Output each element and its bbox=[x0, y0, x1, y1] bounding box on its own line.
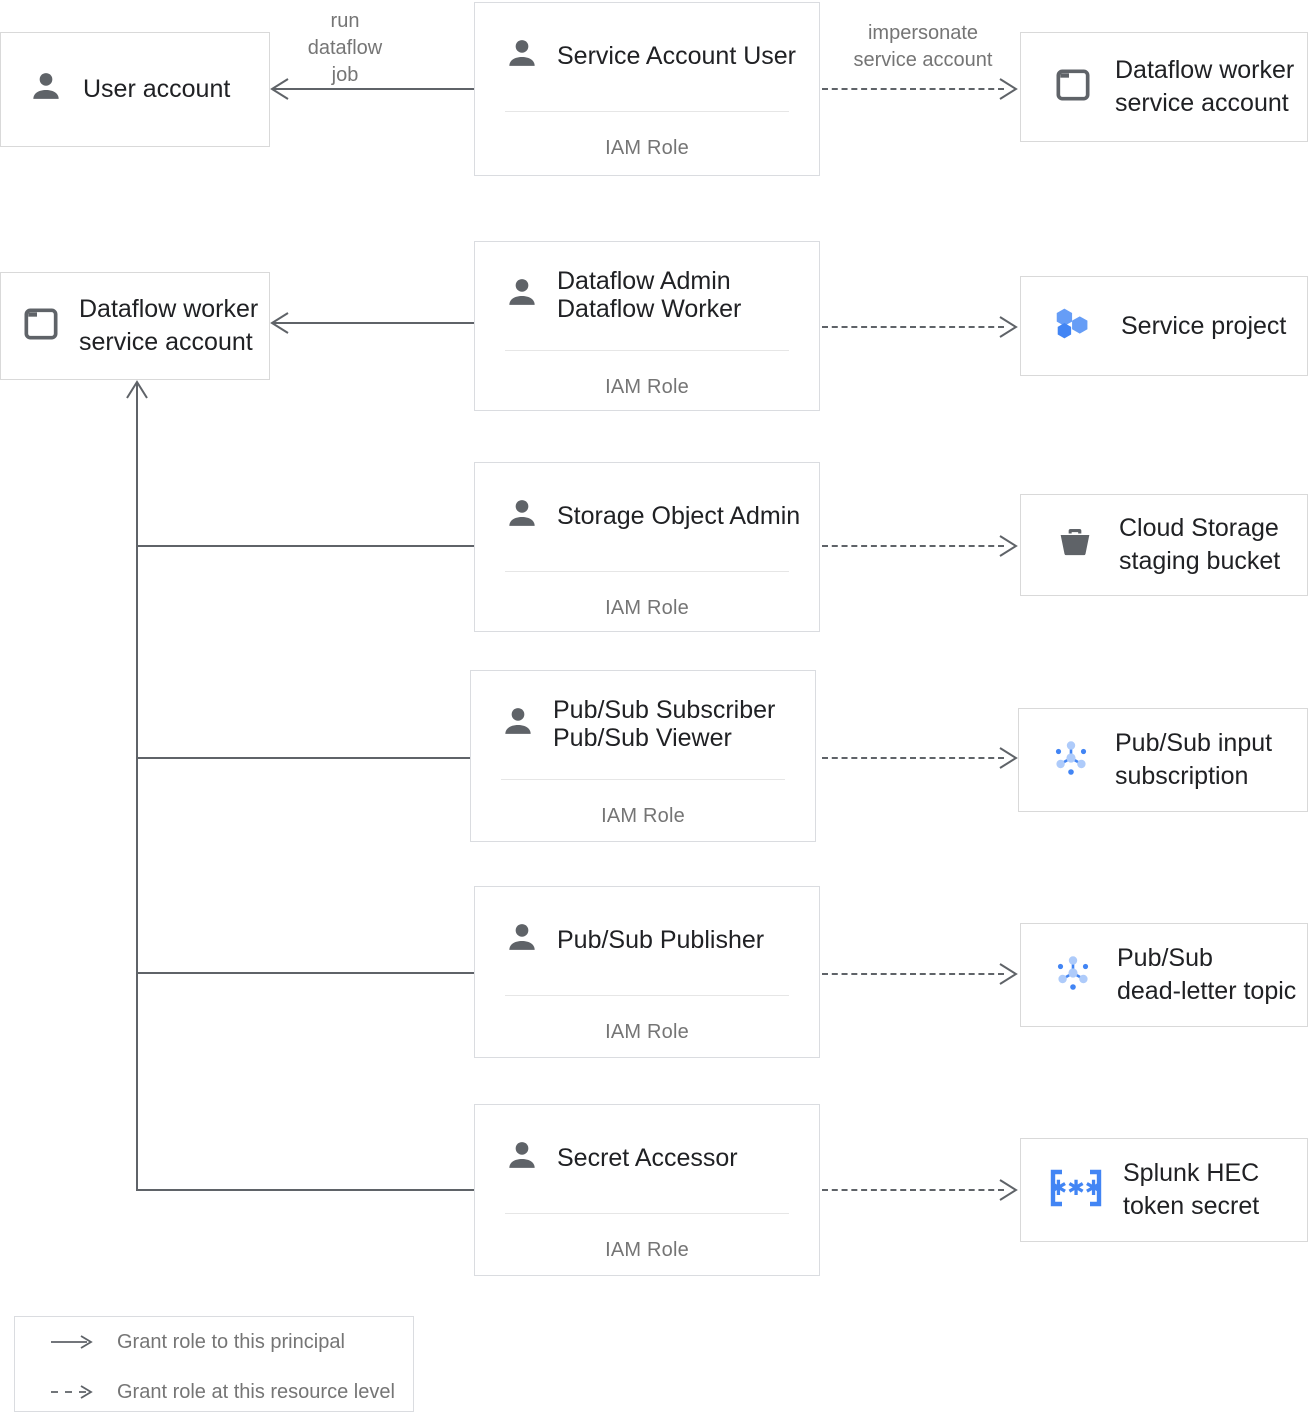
connector-pubsub-publisher-to-topic bbox=[822, 973, 1004, 975]
role-card-title: Pub/Sub Publisher bbox=[557, 925, 765, 954]
connector-storage-admin-to-bucket bbox=[822, 545, 1004, 547]
role-card-pubsub-publisher[interactable]: Pub/Sub Publisher IAM Role bbox=[474, 886, 820, 1058]
resource-label: Splunk HEC token secret bbox=[1123, 1159, 1260, 1220]
role-card-title: Secret Accessor bbox=[557, 1143, 738, 1172]
resource-label: Dataflow worker service account bbox=[1115, 56, 1295, 117]
resource-dataflow-worker-service-account[interactable]: Dataflow worker service account bbox=[1020, 32, 1308, 142]
person-icon bbox=[503, 35, 541, 78]
resource-pubsub-input-subscription[interactable]: Pub/Sub input subscription bbox=[1018, 708, 1308, 812]
role-card-divider bbox=[501, 779, 785, 780]
role-card-subtitle: IAM Role bbox=[605, 376, 689, 398]
role-card-divider bbox=[505, 571, 789, 572]
arrowhead-left-run-dataflow-job bbox=[270, 78, 289, 100]
person-icon bbox=[27, 68, 65, 111]
person-icon bbox=[503, 274, 541, 317]
solid-arrow-icon bbox=[51, 1335, 93, 1349]
node-dataflow-worker-service-account[interactable]: Dataflow worker service account bbox=[0, 272, 270, 380]
resource-cloud-storage-bucket[interactable]: Cloud Storage staging bucket bbox=[1020, 494, 1308, 596]
legend-item-solid: Grant role to this principal bbox=[15, 1317, 413, 1367]
connector-impersonate-service-account bbox=[822, 88, 1004, 90]
role-card-subtitle: IAM Role bbox=[605, 597, 689, 619]
secret-manager-icon: ✱✱✱ bbox=[1047, 1166, 1105, 1215]
role-card-storage-object-admin[interactable]: Storage Object Admin IAM Role bbox=[474, 462, 820, 632]
role-card-secret-accessor[interactable]: Secret Accessor IAM Role bbox=[474, 1104, 820, 1276]
svg-text:✱✱✱: ✱✱✱ bbox=[1050, 1177, 1103, 1200]
node-label: Dataflow worker service account bbox=[79, 295, 259, 356]
arrowhead-right-impersonate bbox=[999, 78, 1018, 100]
pubsub-icon bbox=[1049, 949, 1097, 1002]
role-card-subtitle: IAM Role bbox=[601, 805, 685, 827]
role-card-subtitle: IAM Role bbox=[605, 1239, 689, 1261]
storage-bucket-icon bbox=[1055, 523, 1095, 568]
pubsub-icon bbox=[1047, 734, 1095, 787]
connector-dataflow-admin-to-sa bbox=[274, 322, 474, 324]
person-icon bbox=[499, 703, 537, 746]
connector-trunk-vertical bbox=[136, 384, 138, 1191]
connector-branch-secret-accessor bbox=[136, 1189, 474, 1191]
edge-label-impersonate-service-account: impersonate service account bbox=[853, 22, 993, 71]
legend: Grant role to this principal Grant role … bbox=[14, 1316, 414, 1412]
role-card-divider bbox=[505, 1213, 789, 1214]
role-card-title: Service Account User bbox=[557, 41, 796, 70]
arrowhead-right-pubsub-subscription bbox=[999, 747, 1018, 769]
connector-branch-storage-object-admin bbox=[136, 545, 474, 547]
node-user-account[interactable]: User account bbox=[0, 32, 270, 147]
role-card-pubsub-subscriber-viewer[interactable]: Pub/Sub Subscriber Pub/Sub Viewer IAM Ro… bbox=[470, 670, 816, 842]
role-card-dataflow-admin-worker[interactable]: Dataflow Admin Dataflow Worker IAM Role bbox=[474, 241, 820, 411]
resource-label: Pub/Sub input subscription bbox=[1115, 729, 1273, 790]
resource-label: Service project bbox=[1121, 311, 1287, 340]
resource-splunk-hec-token-secret[interactable]: ✱✱✱ Splunk HEC token secret bbox=[1020, 1138, 1308, 1242]
legend-item-label: Grant role at this resource level bbox=[117, 1380, 395, 1403]
role-card-subtitle: IAM Role bbox=[605, 137, 689, 159]
arrowhead-left-dataflow-admin bbox=[270, 312, 289, 334]
dashed-arrow-icon bbox=[51, 1385, 93, 1399]
connector-branch-pubsub-subscriber bbox=[136, 757, 470, 759]
arrowhead-up-service-account-trunk bbox=[126, 380, 148, 399]
connector-run-dataflow-job bbox=[274, 88, 474, 90]
resource-service-project[interactable]: Service project bbox=[1020, 276, 1308, 376]
arrowhead-right-secret bbox=[999, 1179, 1018, 1201]
role-card-service-account-user[interactable]: Service Account User IAM Role bbox=[474, 2, 820, 176]
role-card-title: Dataflow Admin Dataflow Worker bbox=[557, 266, 742, 324]
connector-branch-pubsub-publisher bbox=[136, 972, 474, 974]
connector-dataflow-admin-to-service-project bbox=[822, 326, 1004, 328]
role-card-title: Storage Object Admin bbox=[557, 501, 801, 530]
resource-pubsub-dead-letter-topic[interactable]: Pub/Sub dead-letter topic bbox=[1020, 923, 1308, 1027]
arrowhead-right-cloud-storage bbox=[999, 535, 1018, 557]
resource-label: Pub/Sub dead-letter topic bbox=[1117, 944, 1297, 1005]
edge-label-run-dataflow-job: run dataflow job bbox=[307, 10, 383, 86]
person-icon bbox=[503, 919, 541, 962]
resource-label: Cloud Storage staging bucket bbox=[1119, 514, 1281, 575]
service-account-icon bbox=[1053, 65, 1093, 110]
node-label: User account bbox=[83, 75, 231, 103]
legend-item-dashed: Grant role at this resource level bbox=[15, 1367, 413, 1416]
role-card-divider bbox=[505, 111, 789, 112]
project-hexagons-icon bbox=[1051, 301, 1097, 352]
connector-secret-accessor-to-secret bbox=[822, 1189, 1004, 1191]
role-card-subtitle: IAM Role bbox=[605, 1021, 689, 1043]
arrowhead-right-service-project bbox=[999, 316, 1018, 338]
person-icon bbox=[503, 495, 541, 538]
role-card-divider bbox=[505, 350, 789, 351]
connector-pubsub-subscriber-to-subscription bbox=[822, 757, 1004, 759]
role-card-divider bbox=[505, 995, 789, 996]
person-icon bbox=[503, 1137, 541, 1180]
role-card-title: Pub/Sub Subscriber Pub/Sub Viewer bbox=[553, 695, 776, 753]
legend-item-label: Grant role to this principal bbox=[117, 1330, 345, 1353]
service-account-icon bbox=[21, 304, 61, 349]
arrowhead-right-pubsub-topic bbox=[999, 963, 1018, 985]
